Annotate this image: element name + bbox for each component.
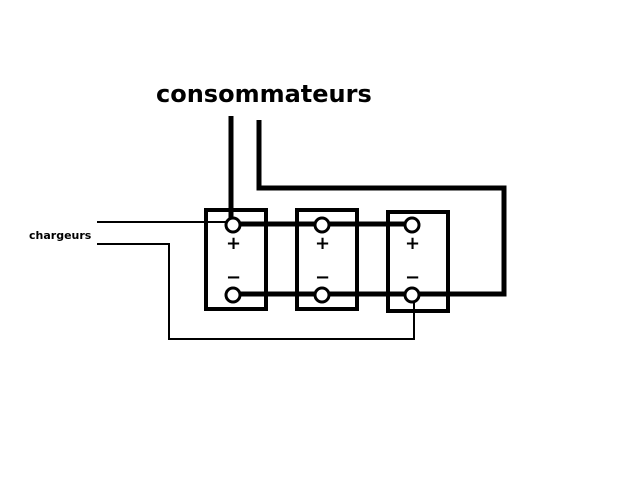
consumers-label: consommateurs (156, 80, 372, 108)
battery-3-plus-sign: + (405, 233, 420, 254)
battery-1 (204, 208, 268, 311)
battery-3-negative-terminal (403, 286, 421, 304)
battery-3-minus-sign: − (405, 267, 420, 288)
chargers-label: chargeurs (29, 229, 92, 242)
battery-3-positive-terminal (403, 216, 421, 234)
battery-2 (295, 208, 359, 311)
battery-2-negative-terminal (313, 286, 331, 304)
battery-1-minus-sign: − (226, 267, 241, 288)
consumer-lead-negative (256, 120, 507, 297)
battery-2-plus-sign: + (315, 233, 330, 254)
battery-1-negative-terminal (224, 286, 242, 304)
battery-1-plus-sign: + (226, 233, 241, 254)
battery-2-minus-sign: − (315, 267, 330, 288)
battery-2-positive-terminal (313, 216, 331, 234)
charger-wire-negative (97, 243, 415, 340)
battery-3 (386, 210, 450, 313)
battery-1-positive-terminal (224, 216, 242, 234)
